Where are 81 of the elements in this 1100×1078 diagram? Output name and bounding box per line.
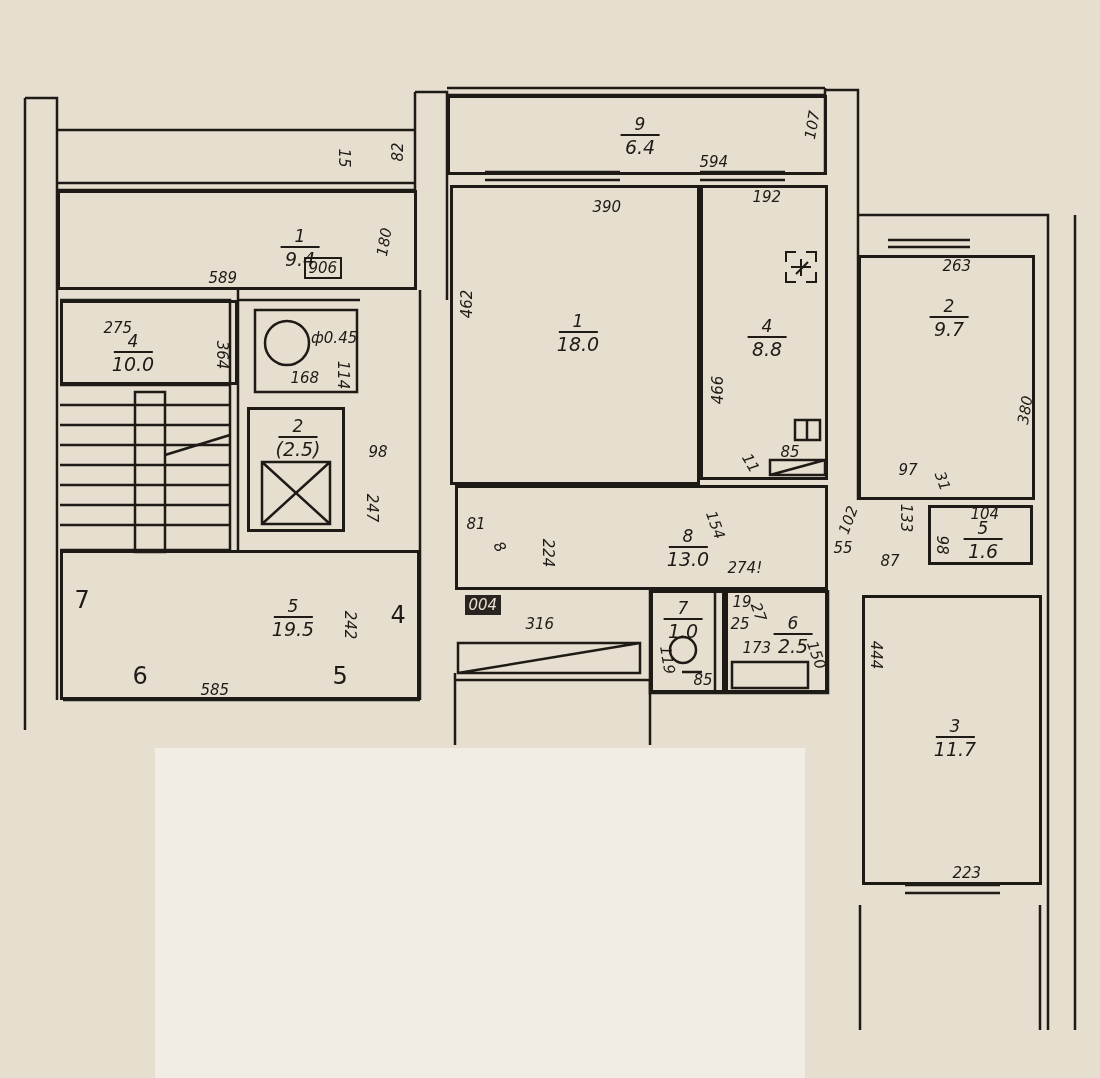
dimension-label: 82 [388, 142, 407, 162]
room-number: 9 [620, 114, 660, 136]
room [858, 255, 1035, 500]
room-number: 5 [273, 596, 313, 618]
dimension-label: 11 [737, 450, 763, 476]
dimension-label: 444 [866, 640, 885, 670]
dimension-label: 102 [834, 503, 862, 537]
room [60, 550, 420, 700]
room [700, 185, 828, 480]
room-number: 2 [278, 416, 318, 438]
room-area: 6.4 [624, 136, 656, 158]
room [447, 95, 827, 175]
dimension-label: 192 [752, 188, 782, 206]
room-area: 9.7 [933, 318, 965, 340]
room [450, 185, 700, 485]
dimension-label: 85 [693, 671, 713, 689]
room-area: 13.0 [666, 548, 710, 570]
dimension-label: 25 [730, 615, 750, 633]
room-number: 2 [929, 296, 969, 318]
room-number: 4 [747, 316, 787, 338]
dimension-label: 31 [930, 468, 954, 494]
marker-number: 4 [390, 601, 406, 629]
room-number: 8 [668, 526, 708, 548]
room [57, 190, 417, 290]
dimension-label: 81 [466, 515, 486, 533]
room-number: 1 [558, 311, 598, 333]
room-number: 6 [773, 613, 813, 635]
room-area: 1.0 [667, 620, 699, 642]
dimension-label: 390 [592, 198, 622, 216]
dimension-label: 316 [525, 615, 555, 633]
dimension-label: 133 [896, 503, 915, 533]
dimension-label: 8 [489, 538, 510, 556]
room-area: 1.6 [967, 540, 999, 562]
room-area: 8.8 [751, 338, 783, 360]
dimension-label: 589 [208, 269, 238, 287]
dimension-label: 594 [699, 153, 729, 171]
dimension-label: 274! [727, 559, 763, 577]
dimension-label: 380 [1013, 394, 1037, 426]
dimension-label: 173 [742, 639, 772, 657]
dimension-label: 263 [942, 257, 972, 275]
dimension-label: ф0.45 [311, 329, 358, 347]
dimension-label: 168 [290, 369, 320, 387]
dimension-label: 19 [732, 593, 752, 611]
dimension-label: 85 [780, 443, 800, 461]
dimension-label: 114 [333, 360, 352, 390]
dimension-label: 224 [538, 538, 557, 568]
room [650, 590, 725, 693]
dimension-label: 107 [800, 109, 824, 141]
dimension-label: 466 [708, 375, 727, 405]
dimension-label: 585 [200, 681, 230, 699]
room-area: 11.7 [933, 738, 977, 760]
marker-number: 6 [132, 662, 148, 690]
dimension-label: 242 [340, 610, 359, 640]
dimension-label: 15 [334, 148, 353, 168]
room [60, 300, 238, 385]
room-number: 7 [663, 598, 703, 620]
dimension-label: 98 [932, 535, 951, 555]
dimension-label: 223 [952, 864, 982, 882]
room-area: 19.5 [271, 618, 315, 640]
dimension-label: 97 [898, 461, 918, 479]
room [928, 505, 1033, 565]
dimension-label: 87 [880, 552, 900, 570]
dimension-label: 462 [457, 289, 476, 319]
dimension-label: 55 [833, 539, 853, 557]
room-area: (2.5) [275, 438, 321, 460]
marker-number: 7 [74, 586, 90, 614]
dimension-label: 247 [362, 493, 381, 523]
dimension-label: 98 [368, 443, 388, 461]
dimension-label: 180 [372, 226, 396, 258]
boxed-number: 004 [464, 595, 502, 615]
room [725, 590, 828, 693]
room-number: 5 [963, 518, 1003, 540]
room [247, 407, 345, 532]
room [862, 595, 1042, 885]
room [455, 485, 828, 590]
room-area: 18.0 [556, 333, 600, 355]
marker-number: 5 [332, 662, 348, 690]
room-area: 10.0 [111, 353, 155, 375]
room-number: 3 [935, 716, 975, 738]
room-number: 1 [280, 226, 320, 248]
dimension-label: 364 [212, 340, 231, 370]
